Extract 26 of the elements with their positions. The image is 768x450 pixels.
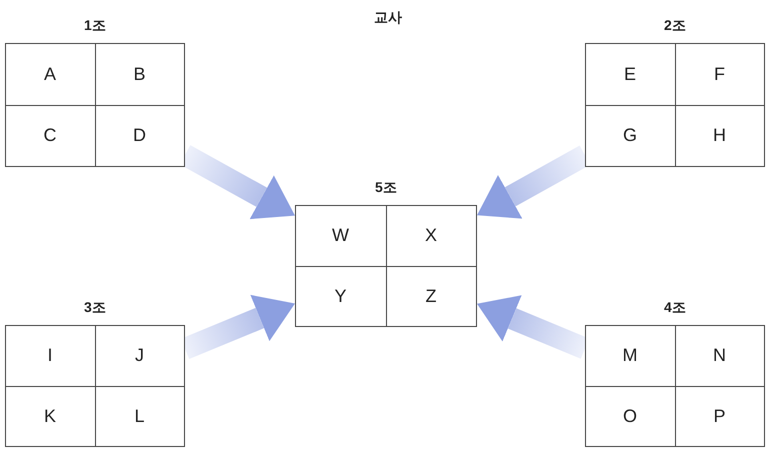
grid-cell: J	[94, 324, 184, 386]
grid-cell: N	[674, 324, 764, 386]
grid-cell: H	[674, 104, 764, 166]
grid-cell: P	[674, 386, 764, 446]
grid-cell: L	[94, 386, 184, 446]
grid-cell: F	[674, 42, 764, 106]
grid-cell: I	[4, 324, 96, 386]
group-heading: 3조	[84, 299, 106, 317]
group-heading: 4조	[664, 299, 686, 317]
grid-cell: O	[584, 386, 676, 446]
group-heading: 2조	[664, 17, 686, 35]
label-text: 교사	[374, 9, 402, 27]
grid-cell: D	[94, 104, 184, 166]
grid-cell: G	[584, 104, 676, 166]
grid-cell: B	[94, 42, 184, 106]
grid-cell: W	[294, 204, 386, 266]
grid-cell: A	[4, 42, 96, 106]
grid-cell: X	[386, 204, 476, 266]
grid-cell: C	[4, 104, 96, 166]
grid-cell: Z	[386, 266, 476, 326]
grid-cell: E	[584, 42, 676, 106]
group-heading: 1조	[84, 17, 106, 35]
grid-cell: Y	[294, 266, 386, 326]
grid-cell: M	[584, 324, 676, 386]
group-heading: 5조	[375, 179, 397, 197]
grid-cell: K	[4, 386, 96, 446]
